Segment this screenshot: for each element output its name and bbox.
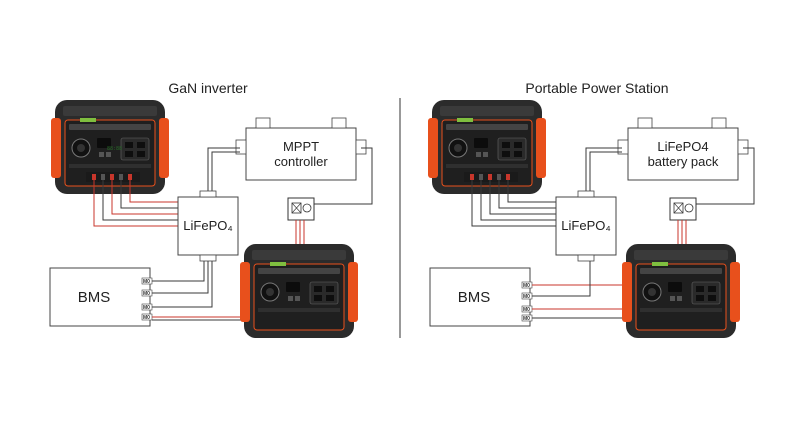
lifepo4-label-left: LiFePO₄ <box>183 218 232 233</box>
bms-pin-r2: M0 <box>523 294 530 300</box>
bms-label-left: BMS <box>78 289 111 306</box>
chip-icon-left <box>287 197 315 221</box>
bms-pin-1: M0 <box>143 279 150 285</box>
bms-box-right <box>429 267 531 327</box>
bms-pin-2: M0 <box>143 291 150 297</box>
mppt-label-line2: controller <box>274 154 328 169</box>
pack-label-line2: battery pack <box>648 154 719 169</box>
lifepo4-label-right: LiFePO₄ <box>561 218 610 233</box>
bms-pin-r4: M0 <box>523 316 530 322</box>
bms-pin-4: M0 <box>143 315 150 321</box>
mppt-label-line1: MPPT <box>283 139 319 154</box>
left-title: GaN inverter <box>168 80 248 96</box>
bms-pin-3: M0 <box>143 305 150 311</box>
pack-label-line1: LiFePO4 <box>657 139 708 154</box>
bms-box-left <box>49 267 151 327</box>
power-station-bottom-right <box>621 243 741 339</box>
power-station-bottom-left <box>239 243 359 339</box>
bms-pin-r3: M0 <box>523 307 530 313</box>
station-display-text: 88:88 <box>107 146 122 152</box>
lifepo4-box-right <box>555 196 617 256</box>
station-display <box>80 118 96 122</box>
mppt-controller-box <box>245 127 357 181</box>
bms-pin-r1: M0 <box>523 283 530 289</box>
right-title: Portable Power Station <box>525 80 668 96</box>
chip-icon-right <box>669 197 697 221</box>
bms-label-right: BMS <box>458 289 491 306</box>
